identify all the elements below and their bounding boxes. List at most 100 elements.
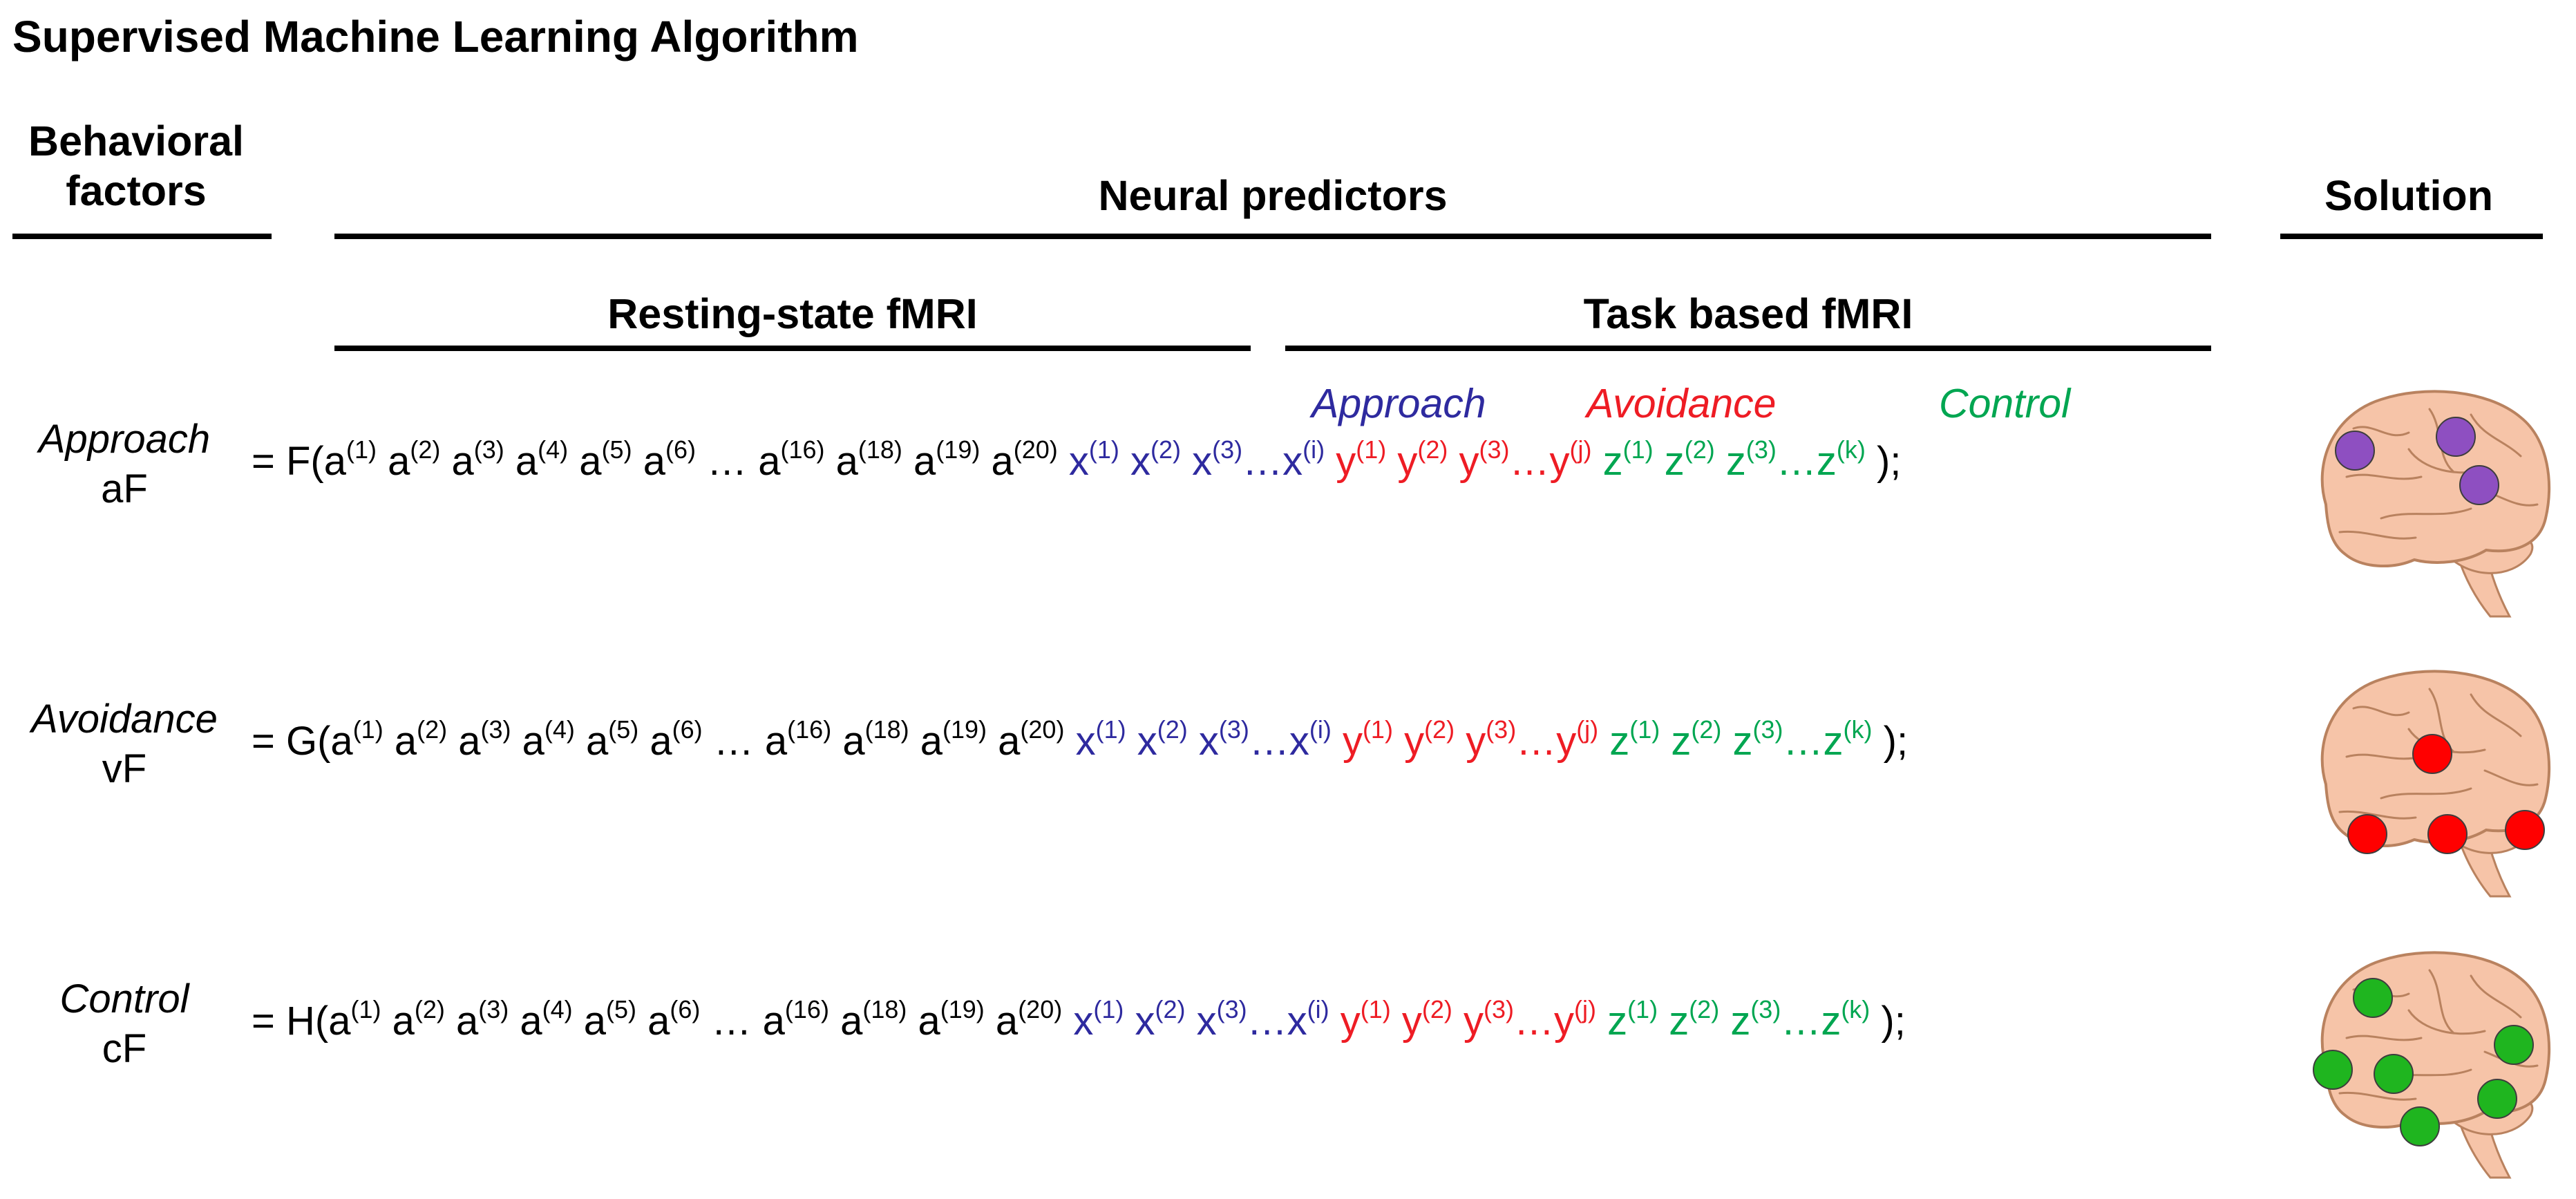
resting-term-base: a <box>643 439 665 484</box>
resting-term: a(19) <box>913 437 980 484</box>
approach-term: x(2) <box>1130 437 1181 484</box>
avoidance-term-superscript: (2) <box>1421 995 1452 1023</box>
resting-term: a(3) <box>452 437 504 484</box>
neural-predictors-header: Neural predictors <box>1098 172 1448 219</box>
avoidance-term: …y(j) <box>1513 997 1596 1044</box>
resting-term-superscript: (2) <box>410 435 441 464</box>
control-term-base: z <box>1664 439 1685 484</box>
brain-fold <box>2352 706 2410 717</box>
task-based-rule <box>1285 346 2211 351</box>
resting-term-base: a <box>323 439 346 484</box>
avoidance-condition-label: Avoidance <box>1587 381 1777 426</box>
resting-term: a(20) <box>991 437 1057 484</box>
brain-control-icon <box>2313 951 2551 1179</box>
approach-term: x(3) <box>1196 997 1247 1044</box>
control-term: z(3) <box>1730 997 1781 1044</box>
resting-term-superscript: (2) <box>414 995 445 1023</box>
resting-term-base: a <box>647 999 670 1044</box>
resting-term: a(2) <box>388 437 440 484</box>
brain-fold <box>2345 1035 2423 1041</box>
task-based-header: Task based fMRI <box>1583 290 1913 337</box>
resting-term-superscript: (6) <box>672 715 703 744</box>
control-term-base: z <box>1730 999 1751 1044</box>
avoidance-term-base: …y <box>1516 719 1577 764</box>
equation: = F(a(1) a(2) a(3) a(4) a(5) a(6) … a(16… <box>252 437 1901 487</box>
approach-term-base: x <box>1196 999 1217 1044</box>
avoidance-term-superscript: (j) <box>1576 715 1599 744</box>
control-term: …z(k) <box>1781 997 1870 1044</box>
control-term: …z(k) <box>1783 717 1873 764</box>
brain-fold <box>2470 693 2522 737</box>
equation: = G(a(1) a(2) a(3) a(4) a(5) a(6) … a(16… <box>252 717 1908 766</box>
resting-term: a(20) <box>996 997 1062 1044</box>
resting-term-base: a <box>920 719 943 764</box>
solution-header: Solution <box>2324 172 2493 219</box>
resting-term-base: a <box>515 439 538 484</box>
brain-fold <box>2428 969 2454 1034</box>
activation-dot <box>2400 1106 2440 1146</box>
function-prefix: = G( <box>252 719 331 764</box>
brain-fold <box>2470 974 2522 1019</box>
resting-term: a(1) <box>330 717 383 764</box>
resting-state-header: Resting-state fMRI <box>607 290 978 337</box>
approach-term: …x(i) <box>1249 717 1332 764</box>
resting-term: a(2) <box>392 997 445 1044</box>
resting-term-superscript: (18) <box>864 715 909 744</box>
control-term: z(3) <box>1726 437 1777 484</box>
behavioral-header-line-2: factors <box>66 167 207 214</box>
function-prefix: = F( <box>252 439 324 484</box>
approach-term: x(1) <box>1069 437 1119 484</box>
resting-term: a(18) <box>840 997 907 1044</box>
behavioral-factors-header: Behavioral factors <box>8 116 264 216</box>
activation-dot <box>2353 978 2393 1018</box>
avoidance-term-superscript: (2) <box>1417 435 1448 464</box>
resting-term-base: a <box>455 999 479 1044</box>
control-term-base: z <box>1602 439 1623 484</box>
resting-term-superscript: (19) <box>940 995 985 1023</box>
resting-term: a(19) <box>918 997 985 1044</box>
approach-term-base: …x <box>1247 999 1307 1044</box>
resting-term: a(1) <box>328 997 381 1044</box>
control-term: z(2) <box>1669 997 1719 1044</box>
resting-term: … <box>712 999 752 1044</box>
resting-term-superscript: (18) <box>862 995 907 1023</box>
control-term-base: …z <box>1781 999 1841 1044</box>
avoidance-term-base: y <box>1340 999 1361 1044</box>
resting-term-superscript: (16) <box>780 435 825 464</box>
avoidance-term: y(2) <box>1397 437 1448 484</box>
resting-term-base: … <box>713 719 754 764</box>
factor-code: vF <box>102 746 147 791</box>
avoidance-term-base: y <box>1463 999 1484 1044</box>
avoidance-term-base: …y <box>1509 439 1570 484</box>
approach-term-base: …x <box>1249 719 1309 764</box>
resting-term-base: a <box>583 999 607 1044</box>
resting-term: … <box>714 719 754 764</box>
approach-term-base: x <box>1198 719 1219 764</box>
resting-term-base: a <box>458 719 481 764</box>
avoidance-term-base: …y <box>1513 999 1574 1044</box>
activation-dot <box>2494 1025 2534 1065</box>
approach-term-superscript: (i) <box>1307 995 1329 1023</box>
approach-term-base: …x <box>1242 439 1303 484</box>
control-term: z(2) <box>1671 717 1721 764</box>
brain-approach-icon <box>2320 390 2551 618</box>
avoidance-term: …y(j) <box>1509 437 1592 484</box>
approach-term: …x(i) <box>1242 437 1325 484</box>
resting-term-superscript: (5) <box>606 995 637 1023</box>
brain-fold <box>2338 530 2417 540</box>
function-prefix: = H( <box>252 999 329 1044</box>
approach-term-base: x <box>1073 999 1094 1044</box>
resting-term-base: a <box>522 719 544 764</box>
control-term-superscript: (3) <box>1752 715 1783 744</box>
equation: = H(a(1) a(2) a(3) a(4) a(5) a(6) … a(16… <box>252 997 1906 1046</box>
control-term-superscript: (k) <box>1841 995 1871 1023</box>
resting-term-superscript: (19) <box>936 435 981 464</box>
control-term-base: z <box>1607 999 1628 1044</box>
approach-term-superscript: (2) <box>1155 995 1186 1023</box>
control-term-superscript: (2) <box>1689 995 1720 1023</box>
brain-fold <box>2407 1009 2486 1035</box>
resting-term: a(19) <box>920 717 987 764</box>
avoidance-term-base: y <box>1397 439 1418 484</box>
